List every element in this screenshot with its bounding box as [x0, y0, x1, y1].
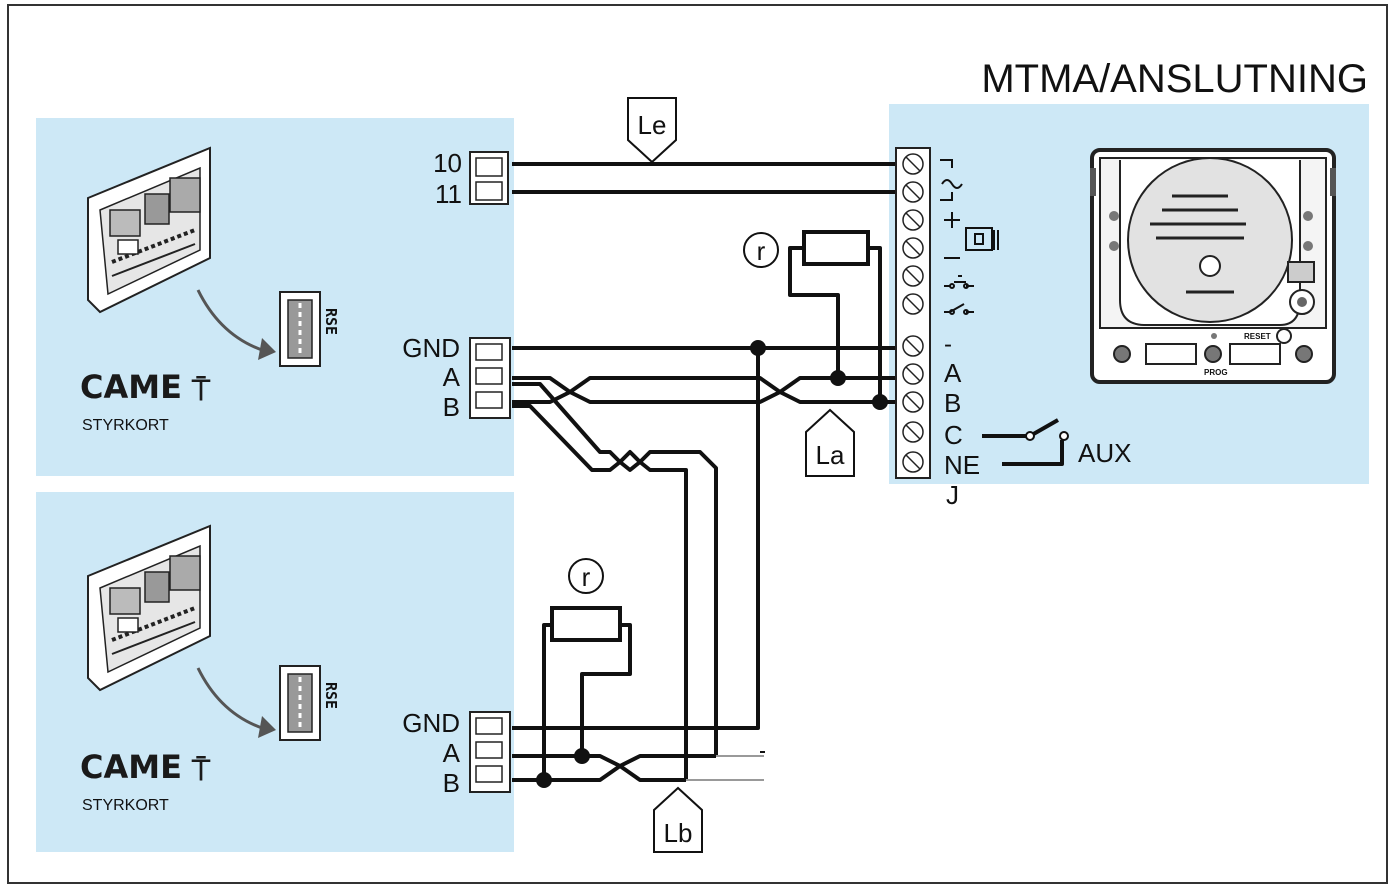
terminal-label-b: B — [443, 768, 460, 798]
cable-tag-la — [805, 408, 855, 477]
cable-tag-le — [627, 97, 677, 164]
prog-label: PROG — [1204, 368, 1228, 377]
aux-label: AUX — [1078, 438, 1131, 468]
resistor-top — [802, 230, 870, 266]
junction-dot — [536, 772, 552, 788]
junction-dot — [750, 340, 766, 356]
terminal-label-gnd: GND — [402, 708, 460, 738]
junction-dot — [872, 394, 888, 410]
arrow-curve — [196, 289, 263, 352]
wire-bottom-b — [512, 764, 686, 782]
cable-tag-lb-label: Lb — [664, 818, 693, 848]
wire-b — [512, 390, 898, 404]
terminal-label-a: A — [443, 738, 461, 768]
wire-a — [512, 376, 898, 394]
terminal-label-b: B — [443, 392, 460, 422]
resistor-label-circle — [743, 232, 779, 268]
brand-logo: CAME — [80, 748, 182, 786]
board-caption: STYRKORT — [82, 417, 169, 434]
switch-contact — [1025, 431, 1035, 441]
terminal-label-gnd: GND — [402, 333, 460, 363]
junction-dot — [574, 748, 590, 764]
resistor-label: r — [582, 562, 591, 592]
wire-lb-b — [512, 404, 688, 780]
board-caption: STYRKORT — [82, 797, 169, 814]
module-terminal-b: B — [944, 388, 961, 418]
aux-switch-bottom — [1002, 440, 1064, 466]
module-terminal-strip — [895, 147, 931, 479]
wires — [512, 162, 1064, 782]
junction-dot — [830, 370, 846, 386]
module-terminal-ne: NE — [944, 450, 980, 480]
arrow-head — [258, 338, 276, 360]
resistor-bottom-lead-1 — [542, 623, 552, 780]
module-terminal-j: J — [946, 480, 959, 510]
module-terminal-a: A — [944, 358, 962, 388]
resistor-top-lead-2 — [868, 246, 882, 402]
terminal-label-11: 11 — [435, 179, 462, 209]
brand-logo-mark: ⍑ — [191, 373, 211, 408]
diagram-title: MTMA/ANSLUTNING — [981, 57, 1368, 101]
wire-gnd-down — [512, 348, 760, 730]
terminal-block-bus — [469, 711, 511, 793]
arrow-head — [258, 716, 276, 738]
audio-module-illustration — [1090, 148, 1336, 384]
terminal-block-le — [469, 151, 509, 205]
resistor-top-lead-1 — [788, 246, 840, 378]
cable-tag-la-label: La — [816, 440, 845, 470]
module-terminal-minus: - — [944, 331, 952, 358]
terminal-label-10: 10 — [433, 148, 462, 178]
rse-label: RSE — [322, 308, 340, 335]
resistor-bottom-lead-2 — [580, 623, 632, 756]
arrow-curve — [196, 667, 263, 730]
resistor-label: r — [757, 236, 766, 266]
cable-tag-le-label: Le — [638, 110, 667, 140]
brand-logo-mark: ⍑ — [191, 753, 211, 788]
terminal-symbols — [940, 159, 999, 315]
control-board-illustration — [87, 524, 211, 692]
resistor-label-circle — [568, 558, 604, 594]
module-terminal-c: C — [944, 420, 963, 450]
rse-connector-icon — [279, 665, 321, 741]
terminal-block-bus — [469, 337, 511, 419]
terminal-label-a: A — [443, 362, 461, 392]
resistor-bottom — [550, 606, 622, 642]
wire-lb-a — [512, 382, 718, 756]
switch-contact — [1059, 431, 1069, 441]
rse-connector-icon — [279, 291, 321, 367]
outer-frame — [7, 4, 1388, 884]
cable-tag-lb — [653, 786, 703, 853]
reset-label: RESET — [1244, 332, 1271, 341]
brand-logo: CAME — [80, 368, 182, 406]
control-board-illustration — [87, 146, 211, 314]
rse-label: RSE — [322, 682, 340, 709]
